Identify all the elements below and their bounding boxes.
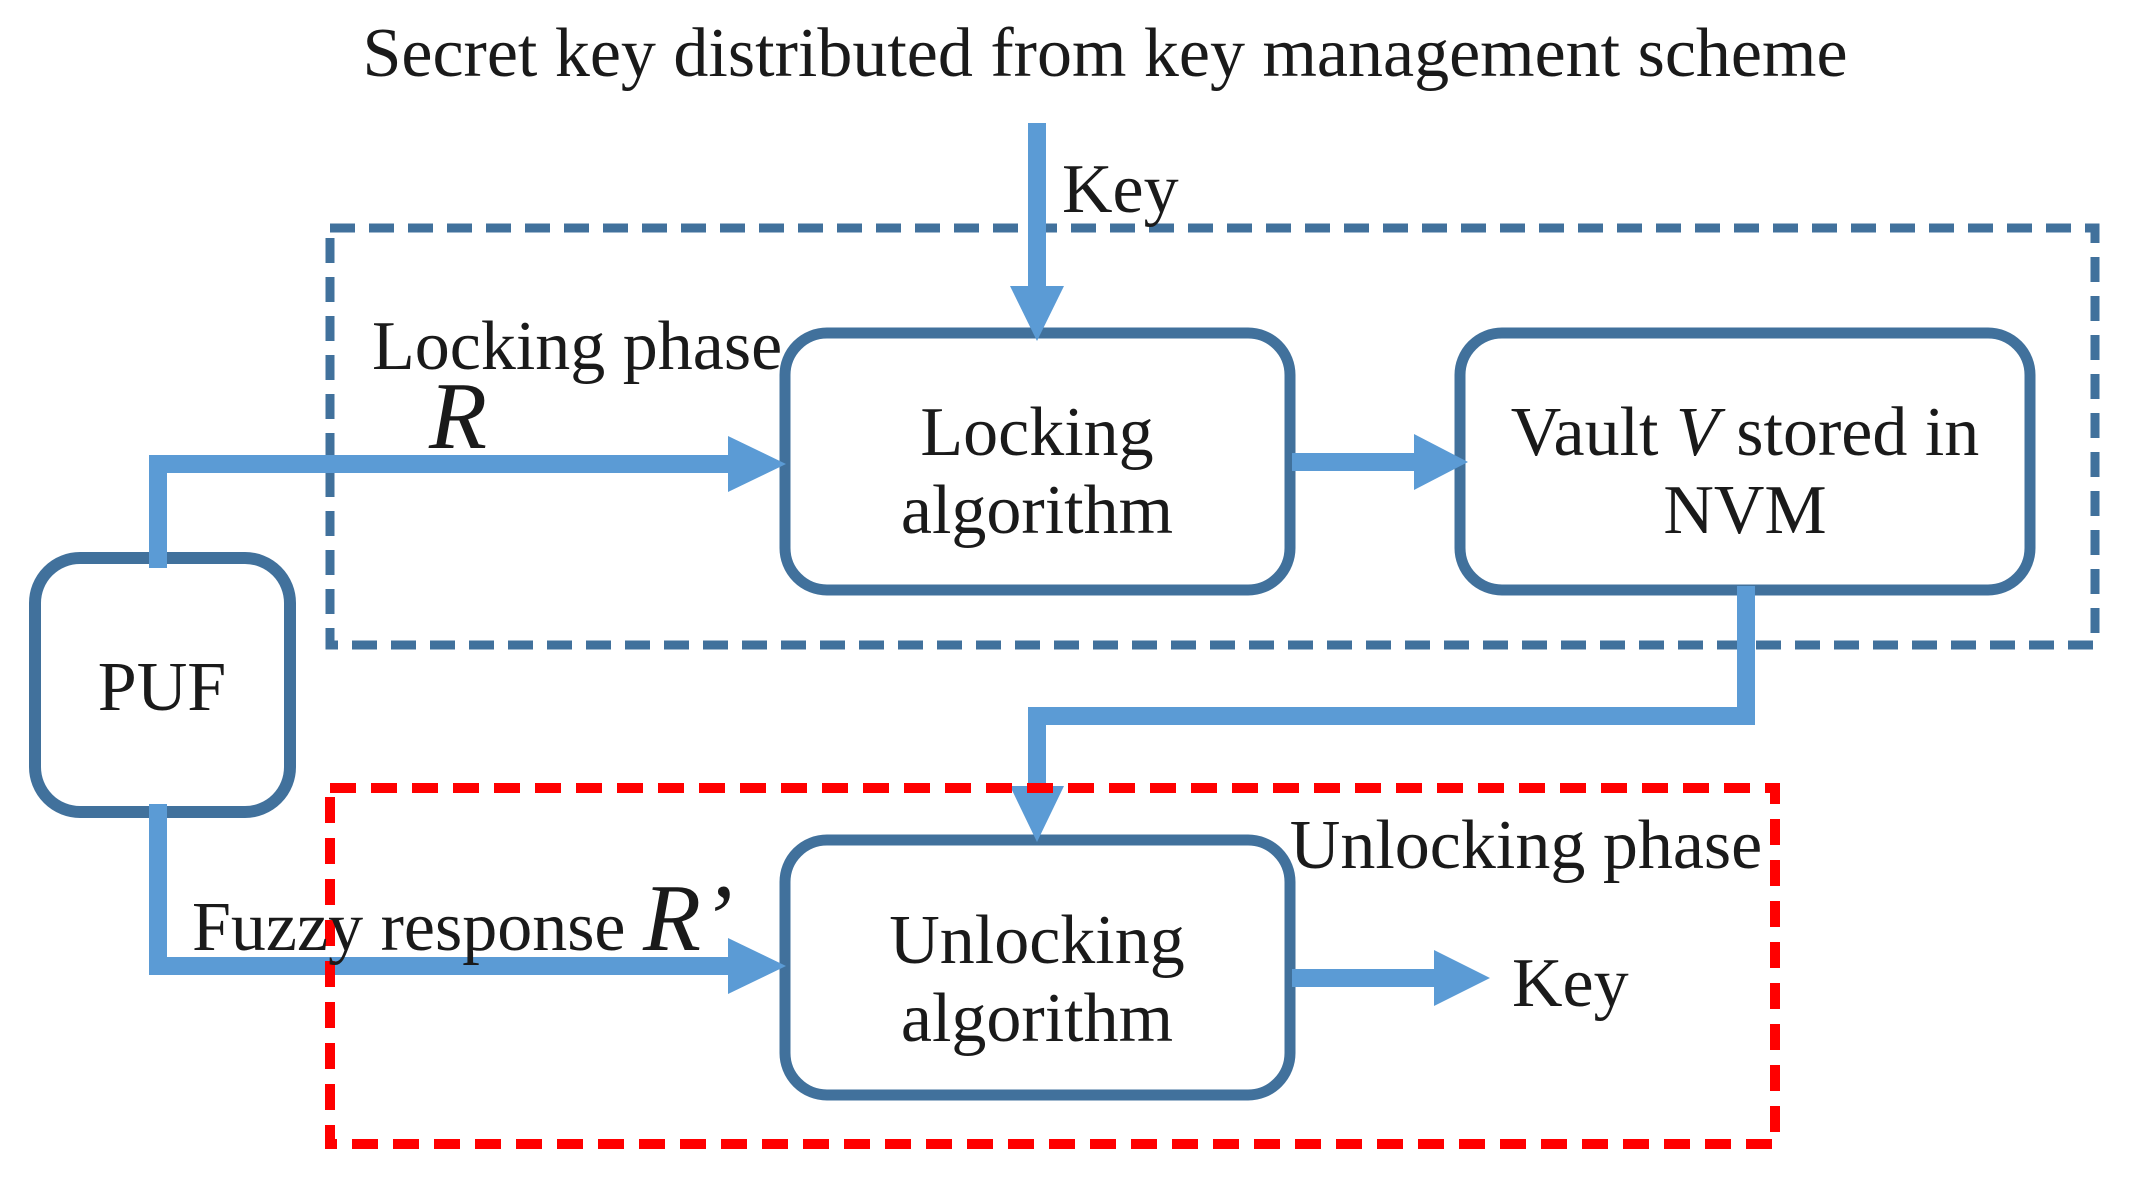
figure-title: Secret key distributed from key manageme… <box>362 15 1847 92</box>
vault-to-unlocking-arrow-head <box>1010 786 1064 842</box>
fuzzy-response-label-prefix: Fuzzy response <box>192 889 643 966</box>
locking-to-vault-arrow-head <box>1414 434 1468 490</box>
puf-label: PUF <box>98 649 226 726</box>
unlocking-phase-label: Unlocking phase <box>1290 807 1762 884</box>
r-arrow <box>149 436 786 568</box>
vault-label-line2: NVM <box>1663 472 1826 549</box>
locking-phase-region <box>325 223 2100 650</box>
fuzzy-response-label: Fuzzy response R’ <box>192 865 733 971</box>
key-input-arrow-head <box>1010 286 1064 341</box>
vault-label-post: stored in <box>1719 394 1980 471</box>
vault-to-unlocking-connector-path <box>1028 586 1755 788</box>
locking-algorithm-label-line2: algorithm <box>901 472 1173 549</box>
r-label: R <box>428 363 487 469</box>
key-input-label: Key <box>1062 151 1179 228</box>
locking-algorithm-label-line1: Locking <box>920 394 1153 471</box>
locking-to-vault-arrow <box>1292 434 1468 490</box>
fuzzy-response-arrow-head <box>728 938 786 994</box>
fuzzy-response-label-r-prime: R’ <box>642 865 733 971</box>
r-arrow-shaft <box>149 455 728 568</box>
vault-label-v-italic: V <box>1676 394 1726 471</box>
vault-to-unlocking-connector <box>1010 586 1755 842</box>
key-output-label: Key <box>1512 945 1629 1022</box>
key-input-arrow <box>1010 123 1064 341</box>
vault-label-pre: Vault <box>1511 394 1676 471</box>
fuzzy-response-arrow-shaft <box>149 804 728 975</box>
key-output-arrow-head <box>1434 950 1490 1006</box>
r-arrow-head <box>728 436 786 492</box>
key-output-arrow <box>1292 950 1490 1006</box>
unlocking-algorithm-label-line2: algorithm <box>901 980 1173 1057</box>
fuzzy-response-arrow <box>149 804 786 994</box>
unlocking-phase-region <box>325 783 1780 1149</box>
unlocking-algorithm-label-line1: Unlocking <box>889 902 1185 979</box>
locking-phase-label: Locking phase <box>372 308 782 385</box>
